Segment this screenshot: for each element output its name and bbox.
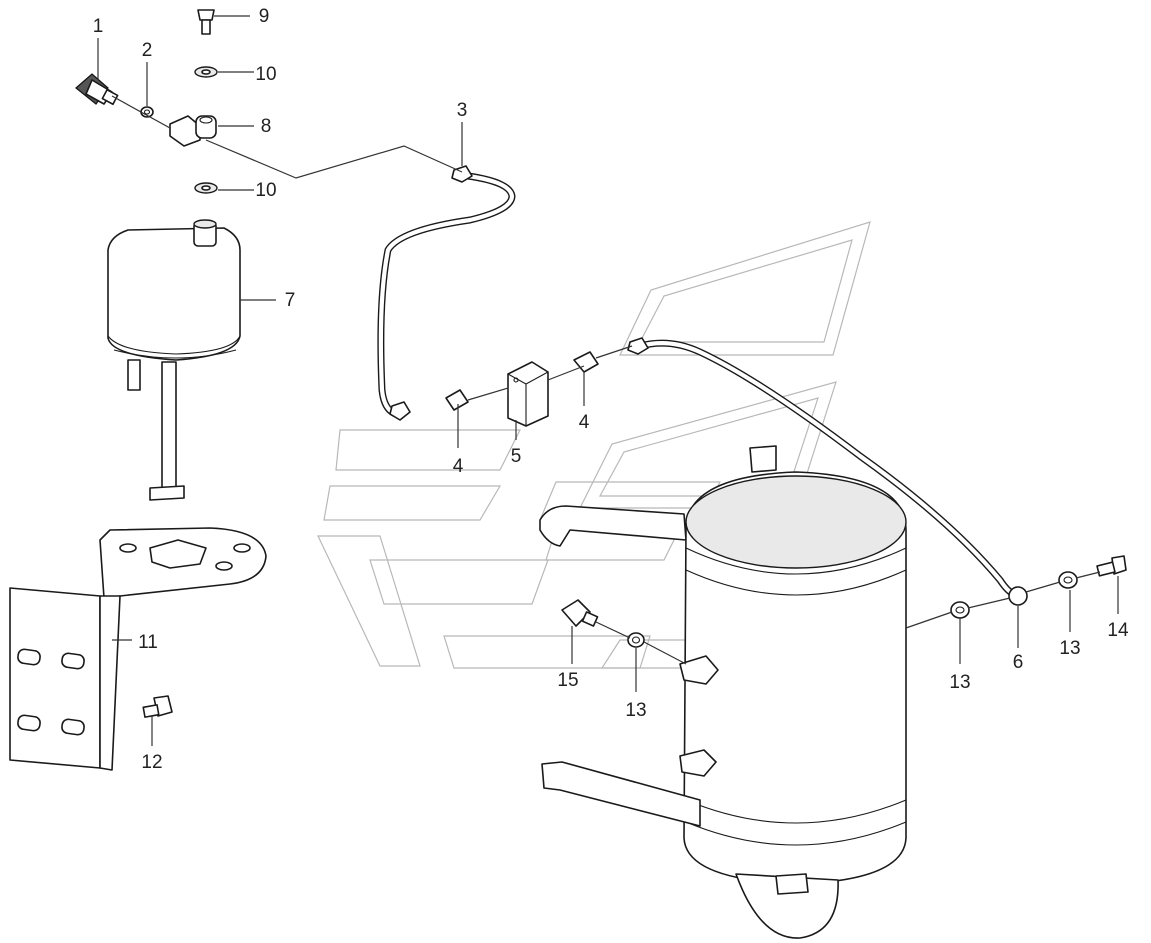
washer-part-13-right bbox=[950, 601, 970, 619]
callout-labels: 1 2 3 4 4 5 6 7 8 9 10 10 11 12 13 13 13… bbox=[93, 6, 1129, 773]
callout-1: 1 bbox=[93, 16, 104, 37]
callout-7: 7 bbox=[285, 290, 296, 311]
pressure-switch-part bbox=[75, 73, 119, 106]
main-air-tank-part bbox=[539, 445, 907, 939]
callout-8: 8 bbox=[261, 116, 272, 137]
callout-4-left: 4 bbox=[453, 456, 464, 477]
adapter-fitting-left bbox=[445, 389, 469, 411]
callout-10-lower: 10 bbox=[255, 180, 276, 201]
callout-9: 9 bbox=[259, 6, 270, 27]
callout-10-upper: 10 bbox=[255, 64, 276, 85]
washer-part-13-far bbox=[1058, 571, 1078, 589]
banjo-bolt-part bbox=[197, 9, 215, 35]
callout-4-right: 4 bbox=[579, 412, 590, 433]
sealing-washer-upper bbox=[194, 66, 218, 78]
brake-pipe-lower bbox=[627, 337, 1028, 606]
banjo-union-part bbox=[169, 115, 217, 147]
callout-13-left: 13 bbox=[625, 700, 646, 721]
callout-15: 15 bbox=[557, 670, 578, 691]
callout-11: 11 bbox=[138, 632, 158, 653]
sealing-washer-lower bbox=[194, 182, 218, 194]
washer-part-13-left bbox=[627, 632, 645, 648]
callout-6: 6 bbox=[1013, 652, 1024, 673]
connector-fitting-part bbox=[561, 599, 599, 627]
bolt-part-12 bbox=[142, 695, 173, 718]
callout-13-right: 13 bbox=[1059, 638, 1080, 659]
hollow-bolt-part bbox=[1096, 555, 1127, 577]
callout-12: 12 bbox=[141, 752, 162, 773]
callout-14: 14 bbox=[1107, 620, 1129, 641]
brake-pipe-upper bbox=[377, 165, 516, 421]
junction-block-part bbox=[507, 361, 549, 427]
mounting-bracket-part bbox=[9, 527, 267, 771]
callout-13-middle: 13 bbox=[949, 672, 970, 693]
callout-3: 3 bbox=[457, 100, 468, 121]
leader-lines bbox=[97, 15, 1119, 746]
callout-2: 2 bbox=[142, 40, 153, 61]
air-reservoir-part bbox=[107, 219, 241, 501]
callout-5: 5 bbox=[511, 446, 522, 467]
